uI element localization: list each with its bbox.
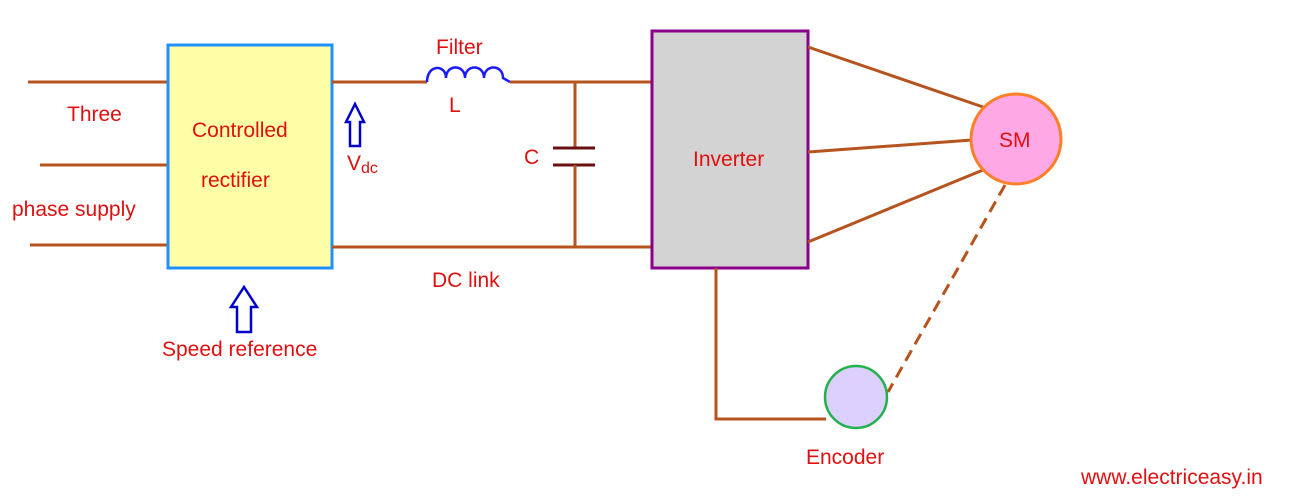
synchronous-motor-icon [969, 92, 1063, 186]
motor-feed-line-1 [807, 45, 987, 110]
encoder-feedback-wire [714, 268, 826, 421]
motor-label: SM [999, 129, 1031, 152]
speed-reference-label: Speed reference [162, 338, 317, 361]
filter-label: Filter [436, 36, 483, 59]
rectifier-label-line2: rectifier [201, 169, 270, 192]
vdc-label: Vdc [347, 152, 378, 177]
motor-feed-lines [807, 45, 987, 244]
capacitor-label: C [524, 146, 539, 169]
encoder-icon [823, 364, 889, 430]
dc-link-label: DC link [432, 269, 500, 292]
speed-reference-arrow-icon [228, 284, 260, 334]
watermark-url: www.electriceasy.in [1080, 466, 1263, 489]
supply-lines [28, 80, 168, 247]
inverter-block [650, 29, 810, 270]
capacitor [553, 82, 595, 247]
inductor-label: L [449, 94, 461, 117]
supply-label-line2: phase supply [12, 198, 136, 221]
motor-encoder-coupling [886, 184, 1007, 393]
encoder-label: Encoder [806, 446, 884, 469]
rectifier-label-line1: Controlled [192, 119, 288, 142]
controlled-rectifier-block [166, 43, 334, 270]
motor-feed-line-3 [807, 168, 984, 244]
filter-inductor-icon [425, 66, 511, 84]
vdc-arrow-icon [343, 101, 367, 148]
inverter-label: Inverter [693, 148, 764, 171]
motor-feed-line-2 [807, 138, 973, 154]
supply-label-line1: Three [67, 103, 122, 126]
